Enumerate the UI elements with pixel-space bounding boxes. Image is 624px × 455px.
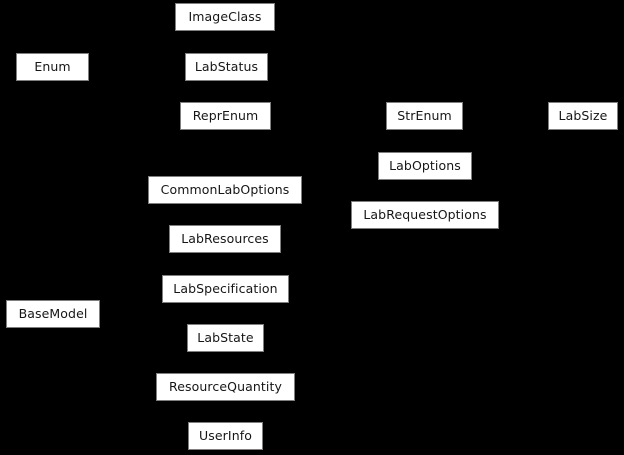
inheritance-edge xyxy=(99,189,149,315)
class-node-base-model[interactable]: BaseModel xyxy=(6,300,100,328)
class-node-lab-state[interactable]: LabState xyxy=(187,324,264,352)
class-node-label: LabSize xyxy=(558,107,608,123)
class-node-label: StrEnum xyxy=(397,107,452,123)
class-node-str-enum[interactable]: StrEnum xyxy=(386,102,463,130)
inheritance-edge xyxy=(88,66,181,117)
inheritance-edge xyxy=(99,238,170,315)
class-node-label: BaseModel xyxy=(18,305,88,321)
class-node-lab-options[interactable]: LabOptions xyxy=(378,152,472,180)
class-node-image-class[interactable]: ImageClass xyxy=(175,3,275,31)
inheritance-edge xyxy=(99,313,157,388)
class-node-lab-request-options[interactable]: LabRequestOptions xyxy=(351,201,499,229)
class-node-label: LabResources xyxy=(181,230,269,246)
class-node-resource-quantity[interactable]: ResourceQuantity xyxy=(156,373,295,401)
inheritance-edge xyxy=(99,288,163,315)
class-node-label: CommonLabOptions xyxy=(160,181,290,197)
class-node-enum[interactable]: Enum xyxy=(16,53,89,81)
class-node-lab-specification[interactable]: LabSpecification xyxy=(162,275,289,303)
class-node-common-lab-options[interactable]: CommonLabOptions xyxy=(148,176,302,204)
inheritance-edge xyxy=(99,313,188,339)
class-node-user-info[interactable]: UserInfo xyxy=(188,422,263,450)
class-node-label: ResourceQuantity xyxy=(169,378,282,394)
class-node-lab-status[interactable]: LabStatus xyxy=(185,53,268,81)
class-node-label: LabSpecification xyxy=(173,280,278,296)
class-node-label: LabOptions xyxy=(389,157,461,173)
inheritance-edge xyxy=(88,16,176,68)
class-node-label: ImageClass xyxy=(188,8,262,24)
class-node-label: ReprEnum xyxy=(192,107,259,123)
inheritance-edge xyxy=(301,189,352,216)
class-node-label: LabState xyxy=(197,329,254,345)
inheritance-edge xyxy=(301,165,379,191)
class-node-label: UserInfo xyxy=(199,427,252,443)
class-node-label: LabRequestOptions xyxy=(363,206,487,222)
class-node-label: LabStatus xyxy=(194,58,259,74)
class-node-label: Enum xyxy=(34,58,71,74)
class-node-lab-size[interactable]: LabSize xyxy=(548,102,618,130)
class-node-repr-enum[interactable]: ReprEnum xyxy=(180,102,271,130)
class-node-lab-resources[interactable]: LabResources xyxy=(169,225,281,253)
